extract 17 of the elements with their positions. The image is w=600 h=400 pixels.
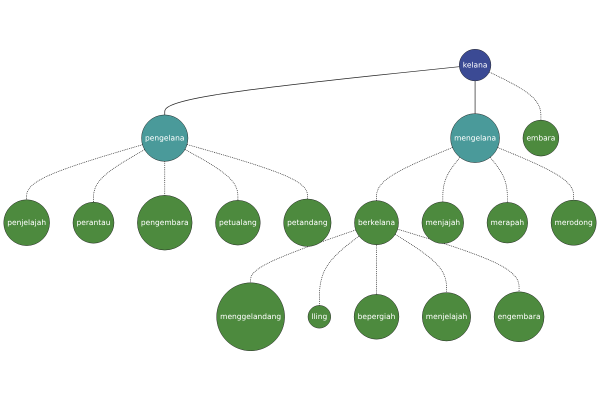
connector — [26, 144, 143, 200]
connector — [490, 156, 508, 203]
connector — [186, 144, 308, 200]
connector — [376, 147, 453, 201]
connector — [497, 147, 574, 200]
connector — [442, 156, 460, 202]
connector — [319, 236, 360, 306]
connector — [488, 72, 542, 121]
connector — [394, 234, 447, 293]
connector — [184, 149, 238, 201]
connector — [93, 149, 145, 203]
connector — [164, 161, 166, 196]
connector — [250, 230, 356, 284]
connector — [164, 66, 460, 116]
connector — [474, 80, 476, 114]
connector — [397, 228, 520, 292]
connector — [376, 244, 377, 295]
